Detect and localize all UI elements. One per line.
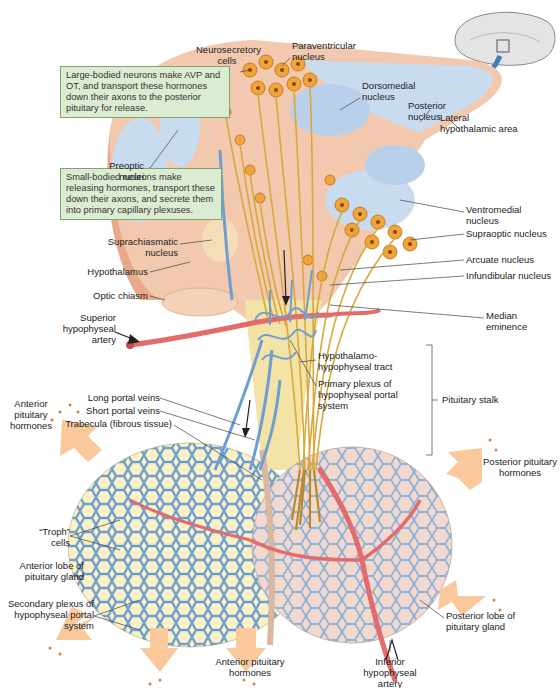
part-label: Ventromedial nucleus [466, 204, 556, 226]
part-label: Hypothalamus [60, 266, 148, 277]
part-label: Neurosecretory cells [196, 44, 258, 66]
part-label: Short portal veins [62, 405, 160, 416]
part-label: Posterior lobe of pituitary gland [446, 610, 542, 632]
part-label: Median eminence [486, 310, 556, 332]
part-label: Anterior lobe of pituitary gland [0, 560, 84, 582]
part-label: Arcuate nucleus [466, 254, 556, 265]
part-label: Hypothalamo-hypophyseal tract [318, 350, 422, 372]
part-label: Dorsomedial nucleus [362, 80, 424, 102]
part-label: Anterior pituitary hormones [0, 398, 62, 431]
part-label: Supraoptic nucleus [466, 228, 556, 239]
part-label: Optic chiasm [60, 290, 148, 301]
part-label: Primary plexus of hypophyseal portal sys… [318, 378, 428, 411]
part-label: Secondary plexus of hypophyseal portal s… [0, 598, 94, 631]
part-label: Superior hypophyseal artery [40, 312, 116, 345]
part-label: Trabecula (fibrous tissue) [62, 418, 172, 429]
part-label: Lateral hypothalamic area [440, 112, 522, 134]
part-label: Paraventricular nucleus [292, 40, 372, 62]
part-label: Anterior pituitary hormones [210, 656, 290, 678]
callout-box: Large-bodied neurons make AVP and OT, an… [60, 66, 230, 118]
part-label: Long portal veins [62, 392, 160, 403]
hormone-arrow [56, 420, 486, 672]
part-label: Infundibular nucleus [466, 270, 556, 281]
leader-lines [70, 58, 484, 652]
part-label: Pituitary stalk [442, 394, 522, 405]
callout-text: Large-bodied neurons make AVP and OT, an… [66, 70, 224, 114]
part-label: Preoptic nuclei [84, 160, 144, 182]
part-label: Posterior pituitary hormones [482, 456, 558, 478]
part-label: “Troph” cells [26, 526, 70, 548]
part-label: Suprachiasmatic nucleus [84, 236, 178, 258]
part-label: Inferior hypophyseal artery [350, 656, 430, 688]
